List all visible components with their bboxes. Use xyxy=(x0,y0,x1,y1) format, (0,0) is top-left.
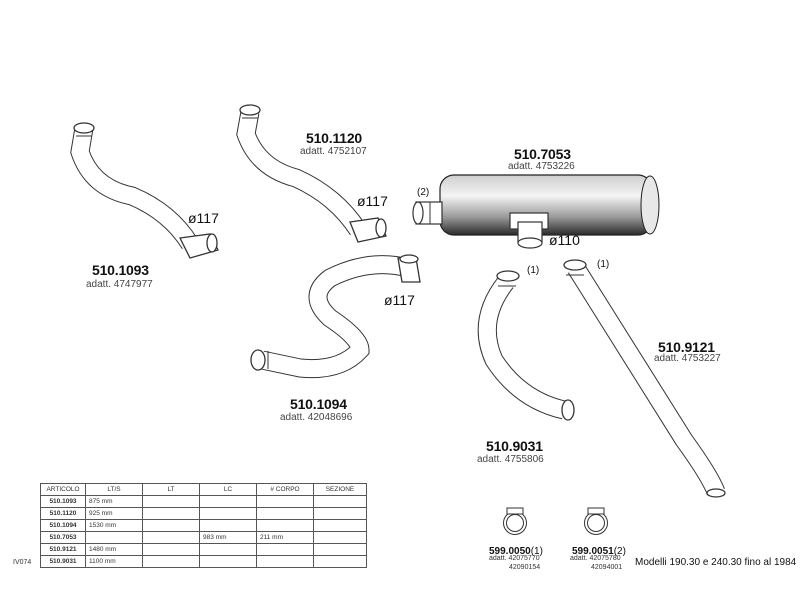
cell-sezione xyxy=(313,519,367,532)
part-code-510-1093: 510.1093 xyxy=(92,262,149,278)
note-marker: (2) xyxy=(417,187,430,198)
cell-corpo: 211 mm xyxy=(256,531,314,544)
cell-sezione xyxy=(313,555,367,568)
diameter-label: ø110 xyxy=(549,232,580,248)
cell-articolo: 510.1120 xyxy=(40,507,86,520)
cell-lt xyxy=(142,495,200,508)
cell-articolo: 510.1093 xyxy=(40,495,86,508)
column-header: # CORPO xyxy=(256,483,314,496)
part-code-510-9121: 510.9121 xyxy=(658,339,715,355)
table-row: 510.1093 875 mm xyxy=(40,495,367,508)
models-note: Modelli 190.30 e 240.30 fino al 1984 xyxy=(635,557,797,568)
clamp-label-599-0050: 599.0050(1) xyxy=(489,546,543,557)
clamp-adatt2-599-0051: 42094001 xyxy=(591,564,623,571)
part-adatt-510-9121: adatt. 4753227 xyxy=(654,353,721,364)
table-row: 510.9031 1100 mm xyxy=(40,555,367,568)
cell-lc xyxy=(199,543,257,556)
cell-corpo xyxy=(256,543,314,556)
cell-lts: 925 mm xyxy=(85,507,143,520)
cell-lts xyxy=(85,531,143,544)
part-code-510-1094: 510.1094 xyxy=(290,396,347,412)
part-code-510-7053: 510.7053 xyxy=(514,146,571,162)
clamp-adatt2-599-0050: 42090154 xyxy=(509,564,541,571)
cell-lt xyxy=(142,507,200,520)
table-row: 510.1120 925 mm xyxy=(40,507,367,520)
clamp-599-0050 xyxy=(503,507,527,535)
diameter-label: ø117 xyxy=(357,193,388,209)
part-adatt-510-1120: adatt. 4752107 xyxy=(300,146,367,157)
cell-corpo xyxy=(256,507,314,520)
cell-sezione xyxy=(313,543,367,556)
clamp-599-0051 xyxy=(584,507,608,535)
column-header: LT/S xyxy=(85,483,143,496)
cell-articolo: 510.1094 xyxy=(40,519,86,532)
column-header: LC xyxy=(199,483,257,496)
pipe-510-1120 xyxy=(236,104,387,243)
part-adatt-510-1093: adatt. 4747977 xyxy=(86,279,153,290)
note-marker: (1) xyxy=(527,265,540,276)
cell-lt xyxy=(142,555,200,568)
clamp-adatt-599-0051: adatt. 42075780 xyxy=(570,555,621,562)
cell-corpo xyxy=(256,519,314,532)
cell-lc xyxy=(199,507,257,520)
cell-lc xyxy=(199,519,257,532)
part-code-510-1120: 510.1120 xyxy=(306,130,363,146)
diameter-label: ø117 xyxy=(188,210,219,226)
cell-articolo: 510.9121 xyxy=(40,543,86,556)
cell-articolo: 510.9031 xyxy=(40,555,86,568)
cell-lt xyxy=(142,519,200,532)
cell-sezione xyxy=(313,495,367,508)
pipe-510-9031 xyxy=(477,270,575,421)
muffler-510-7053 xyxy=(412,174,660,249)
part-adatt-510-9031: adatt. 4755806 xyxy=(477,454,544,465)
sheet-code: IV074 xyxy=(13,559,32,566)
table-header-row: ARTICOLO LT/S LT LC # CORPO SEZIONE xyxy=(40,483,367,496)
cell-lts: 1530 mm xyxy=(85,519,143,532)
table-row: 510.9121 1480 mm xyxy=(40,543,367,556)
cell-sezione xyxy=(313,531,367,544)
cell-corpo xyxy=(256,495,314,508)
pipe-510-1093 xyxy=(70,122,219,259)
cell-lts: 1480 mm xyxy=(85,543,143,556)
cell-lc xyxy=(199,555,257,568)
pipe-510-1094 xyxy=(250,254,421,379)
cell-corpo xyxy=(256,555,314,568)
column-header: LT xyxy=(142,483,200,496)
part-code-510-9031: 510.9031 xyxy=(486,438,543,454)
note-marker: (1) xyxy=(597,259,610,270)
part-adatt-510-1094: adatt. 42048696 xyxy=(280,412,353,423)
cell-lts: 1100 mm xyxy=(85,555,143,568)
cell-lts: 875 mm xyxy=(85,495,143,508)
part-adatt-510-7053: adatt. 4753226 xyxy=(508,161,575,172)
column-header: ARTICOLO xyxy=(40,483,86,496)
cell-lt xyxy=(142,543,200,556)
cell-lt xyxy=(142,531,200,544)
clamp-adatt-599-0050: adatt. 42075770 xyxy=(489,555,540,562)
diameter-label: ø117 xyxy=(384,292,415,308)
cell-sezione xyxy=(313,507,367,520)
spec-table: ARTICOLO LT/S LT LC # CORPO SEZIONE 510.… xyxy=(40,483,367,568)
column-header: SEZIONE xyxy=(313,483,367,496)
table-row: 510.7053 983 mm 211 mm xyxy=(40,531,367,544)
clamp-label-599-0051: 599.0051(2) xyxy=(572,546,626,557)
cell-articolo: 510.7053 xyxy=(40,531,86,544)
table-row: 510.1094 1530 mm xyxy=(40,519,367,532)
cell-lc: 983 mm xyxy=(199,531,257,544)
cell-lc xyxy=(199,495,257,508)
pipe-510-9121 xyxy=(563,259,726,498)
